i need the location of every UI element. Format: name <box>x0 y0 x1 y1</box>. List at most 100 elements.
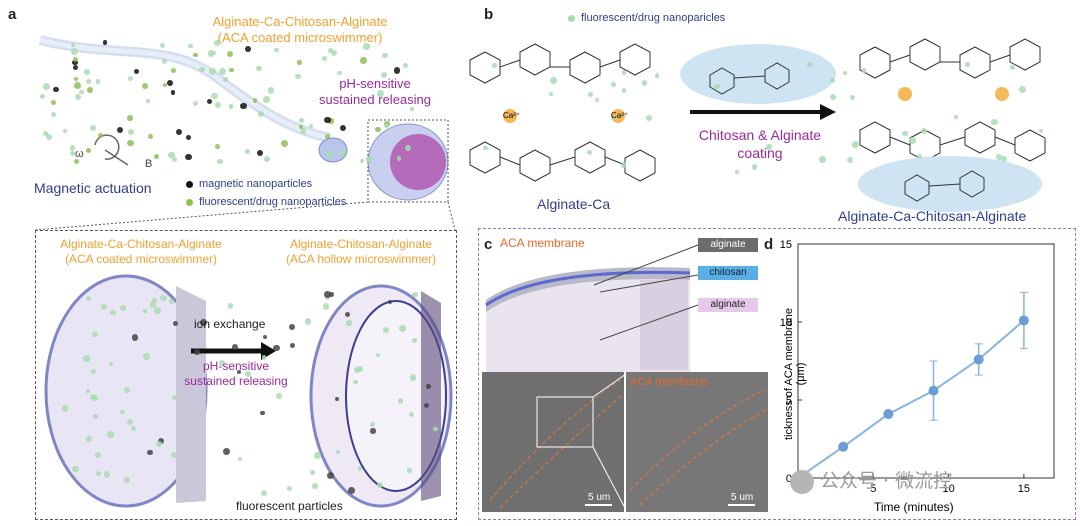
particle-dot <box>236 369 241 374</box>
particle-dot <box>94 452 102 459</box>
particle-dot <box>148 133 154 139</box>
particle-dot <box>646 114 652 121</box>
particle-dot <box>397 397 404 404</box>
particle-dot <box>245 46 252 53</box>
particle-dot <box>433 426 438 431</box>
particle-dot <box>42 83 50 91</box>
particle-dot <box>168 151 175 158</box>
particle-dot <box>334 397 339 402</box>
particle-dot <box>188 43 193 49</box>
particle-dot <box>403 62 409 69</box>
particle-dot <box>847 157 854 164</box>
particle-dot <box>228 103 234 109</box>
particle-dot <box>289 342 295 348</box>
particle-dot <box>143 353 150 360</box>
inset-ph-label: pH-sensitive sustained releasing <box>176 359 296 389</box>
chart-frame <box>797 243 1055 479</box>
b-field-label: B <box>145 158 153 170</box>
panel-b-letter: b <box>484 6 494 23</box>
particle-dot <box>154 307 162 314</box>
particle-dot <box>336 70 342 76</box>
particle-dot <box>329 292 334 297</box>
particle-dot <box>273 344 280 352</box>
particle-dot <box>388 299 393 304</box>
particle-dot <box>353 379 358 384</box>
particle-dot <box>734 169 740 175</box>
coating-line1: Chitosan & Alginate <box>698 127 822 143</box>
particle-dot <box>996 154 1002 160</box>
chart-xlabel: Time (minutes) <box>874 500 954 514</box>
thickness-chart: 051015051015 <box>780 239 1055 495</box>
aca-membrane-label: ACA membrane <box>500 236 585 250</box>
particle-dot <box>275 393 282 399</box>
layer-bottom-alginate: alginate <box>698 298 758 312</box>
legend-fluorescent: fluorescent/drug nanoparticles <box>186 196 346 208</box>
particle-dot <box>199 66 205 73</box>
particle-dot <box>380 71 387 79</box>
particle-dot <box>103 471 110 478</box>
panel-a-title-line2: (ACA coated microswimmer) <box>217 30 383 45</box>
y-tick-label: 5 <box>786 395 792 407</box>
particle-dot <box>206 99 212 105</box>
panel-c-letter: c <box>484 236 493 253</box>
particle-dot <box>393 67 400 74</box>
particle-dot <box>92 331 98 337</box>
particle-dot <box>116 127 123 134</box>
particle-dot <box>263 96 270 103</box>
particle-dot <box>72 59 79 66</box>
particle-dot <box>72 65 78 71</box>
particle-dot <box>359 159 364 164</box>
particle-dot <box>130 425 136 431</box>
particle-dot <box>346 320 352 326</box>
particle-dot <box>146 98 151 103</box>
particle-dot <box>141 83 148 90</box>
particle-dot <box>171 67 176 73</box>
inset-left-line1: Alginate-Ca-Chitosan-Alginate <box>60 237 222 251</box>
inset-right-line2: (ACA hollow microswimmer) <box>285 252 437 266</box>
particle-dot <box>127 418 133 425</box>
particle-dot <box>991 118 998 126</box>
particle-dot <box>214 143 221 150</box>
particle-dot <box>331 50 338 57</box>
particle-dot <box>327 48 334 54</box>
particle-dot <box>412 338 418 344</box>
particle-dot <box>409 106 414 111</box>
particle-dot <box>102 40 107 45</box>
particle-dot <box>245 371 252 378</box>
omega-label: ω <box>75 148 84 160</box>
scale-bar-left: 5 um <box>588 492 611 503</box>
particle-dot <box>348 486 356 494</box>
particle-dot <box>621 87 627 93</box>
particle-dot <box>229 68 234 73</box>
particle-dot <box>86 436 92 442</box>
particle-dot <box>322 55 328 61</box>
particle-dot <box>240 103 247 110</box>
particle-dot <box>72 465 79 472</box>
particle-dot <box>328 118 334 124</box>
particle-dot <box>73 76 78 81</box>
particle-dot <box>297 60 302 65</box>
particle-dot <box>83 355 91 362</box>
particle-dot <box>382 326 389 333</box>
particle-dot <box>209 67 217 75</box>
particle-dot <box>218 359 226 367</box>
watermark: 公众号 · 微流控 <box>790 466 952 494</box>
particle-dot <box>127 115 133 121</box>
particle-dot <box>74 93 81 100</box>
y-tick-label: 10 <box>780 317 792 329</box>
particle-dot <box>654 73 660 78</box>
particle-dot <box>366 156 373 163</box>
panels-cd-frame <box>478 228 1076 520</box>
particle-dot <box>120 409 125 415</box>
particle-dot <box>166 80 173 87</box>
particle-dot <box>287 485 292 491</box>
particle-dot <box>829 93 837 101</box>
magnetic-dot-icon <box>186 180 193 188</box>
particle-dot <box>98 132 104 138</box>
particle-dot <box>830 78 835 83</box>
particle-dot <box>260 410 266 416</box>
particle-dot <box>260 489 268 497</box>
particle-dot <box>340 124 347 131</box>
particle-dot <box>185 153 193 161</box>
particle-dot <box>142 309 147 314</box>
